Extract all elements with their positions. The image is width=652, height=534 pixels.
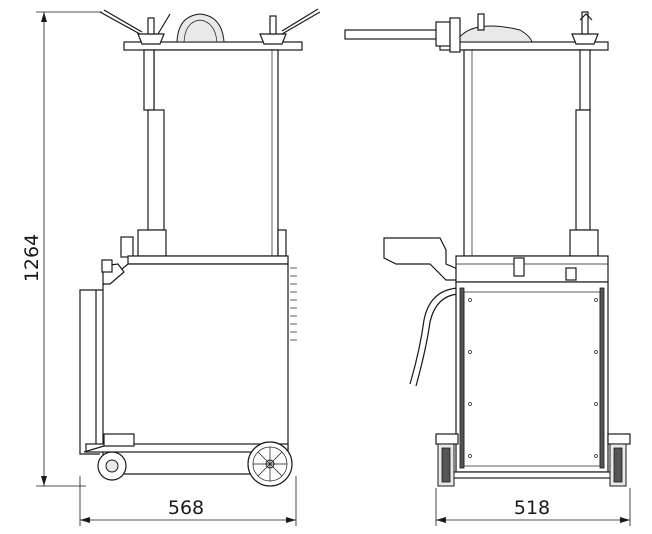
side-left-knob [137,33,165,45]
height-dimension-label: 1264 [21,234,43,282]
front-head-block [455,255,609,283]
side-cylinder [153,49,279,257]
side-push-handle [79,289,103,455]
side-vent [290,267,297,341]
front-spout-flange [449,17,461,53]
side-view [79,8,321,487]
side-right-knob [259,33,287,45]
side-lid-dome [176,13,225,43]
front-caster-left [435,433,459,487]
side-width-dimension-label: 568 [168,497,204,519]
front-caster-right [607,433,631,487]
side-column-upper [143,49,155,111]
front-knee-lever [383,237,461,281]
side-left-handle [99,11,141,35]
front-column-upper [579,49,591,111]
front-cylinder [463,49,585,257]
front-width-dimension-label: 518 [514,497,550,519]
side-column-base [137,229,167,257]
side-column-lower [147,109,165,231]
front-view [344,11,631,487]
front-cabinet [455,281,609,473]
side-right-handle [281,11,321,35]
front-knob [571,33,599,45]
side-caster-left [83,433,135,481]
front-spout [344,29,444,40]
front-lid-dome [455,25,533,43]
side-control-knob [120,236,134,258]
side-head-plate [127,255,289,265]
front-column-lower [575,109,591,231]
front-latch-right [565,267,577,281]
dimension-side-width: 568 [79,476,297,526]
side-wheel-right [247,441,293,487]
front-column-base [569,229,599,257]
side-cabinet [102,263,289,475]
front-latch-left [513,257,525,277]
dimension-front-width: 518 [435,488,631,526]
front-base [451,471,613,479]
front-hose [409,287,459,385]
dimension-height: 1264 [21,11,102,487]
side-base [85,443,289,453]
